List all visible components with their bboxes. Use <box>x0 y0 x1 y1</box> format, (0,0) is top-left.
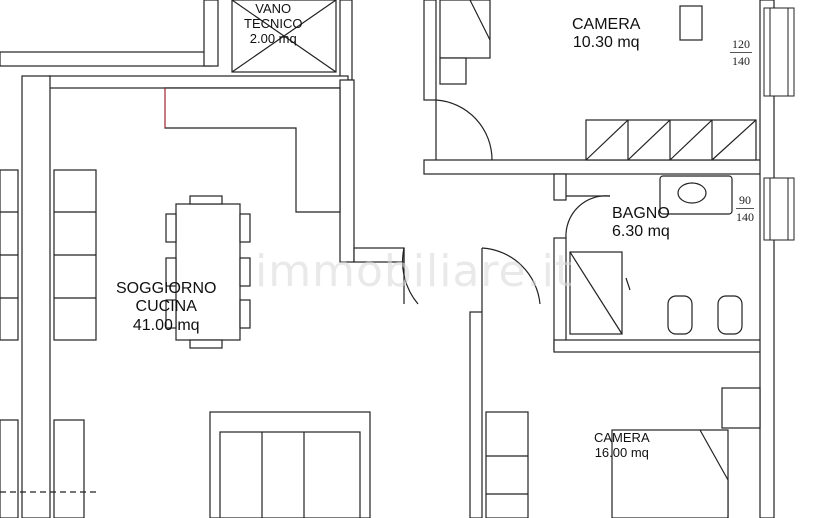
window-dim-top-height: 140 <box>732 54 750 69</box>
camera-top-area: 10.30 mq <box>572 34 640 52</box>
window-dim-top: 120 140 <box>730 36 752 69</box>
wall-bagno-bottom <box>553 339 765 353</box>
vano-tecnico-line2: TECNICO <box>244 15 303 31</box>
kitchen-counter <box>164 87 341 213</box>
soggiorno-area: 41.00 mq <box>132 316 200 334</box>
label-soggiorno: SOGGIORNO CUCINA 41.00 mq <box>116 280 216 335</box>
doors <box>401 99 611 312</box>
wall-camera-bottom <box>423 159 765 175</box>
bottom-camera-furniture <box>485 387 761 518</box>
wall-top-left-vertical <box>203 0 219 67</box>
camera-bottom-area: 16.00 mq <box>594 444 649 460</box>
left-wardrobe <box>0 169 100 518</box>
sofa <box>209 411 371 518</box>
window-camera-top <box>763 7 795 97</box>
wall-top-kitchen <box>47 75 349 89</box>
camera-top-name: CAMERA <box>572 16 641 33</box>
bed-top <box>439 0 491 85</box>
vano-tecnico-line1: VANO <box>255 1 292 16</box>
window-bagno <box>763 177 795 241</box>
label-camera-top: CAMERA 10.30 mq <box>572 16 640 53</box>
window-dim-bottom-height: 140 <box>736 210 754 225</box>
dining-table <box>165 195 251 349</box>
wall-left-inner <box>21 75 51 518</box>
wall-bottom-left-room <box>469 311 483 518</box>
vano-tecnico-box <box>231 0 337 73</box>
watermark: immobiliare.it <box>255 246 574 297</box>
wall-vano-right <box>339 0 353 81</box>
wall-bagno-left <box>553 173 567 201</box>
wall-right-outer <box>759 0 775 518</box>
wall-camera-left <box>423 0 437 101</box>
vano-tecnico-area: 2.00 mq <box>249 30 297 46</box>
desk-top <box>585 5 757 161</box>
camera-bottom-name: CAMERA <box>594 430 650 445</box>
wall-kitchen-right <box>339 79 355 263</box>
window-dim-bottom-width: 90 <box>736 192 754 210</box>
label-bagno: BAGNO 6.30 mq <box>612 205 670 242</box>
label-vano-tecnico: VANO TECNICO 2.00 mq <box>244 1 303 47</box>
bagno-name: BAGNO <box>612 205 670 222</box>
soggiorno-line2: CUCINA <box>135 298 197 316</box>
soggiorno-line1: SOGGIORNO <box>116 280 217 297</box>
window-dim-top-width: 120 <box>730 36 752 54</box>
wall-top-left <box>0 51 213 67</box>
bagno-area: 6.30 mq <box>612 223 670 241</box>
bathroom-fixtures <box>569 175 743 335</box>
window-dim-bottom: 90 140 <box>736 192 754 225</box>
label-camera-bottom: CAMERA 16.00 mq <box>594 430 650 461</box>
